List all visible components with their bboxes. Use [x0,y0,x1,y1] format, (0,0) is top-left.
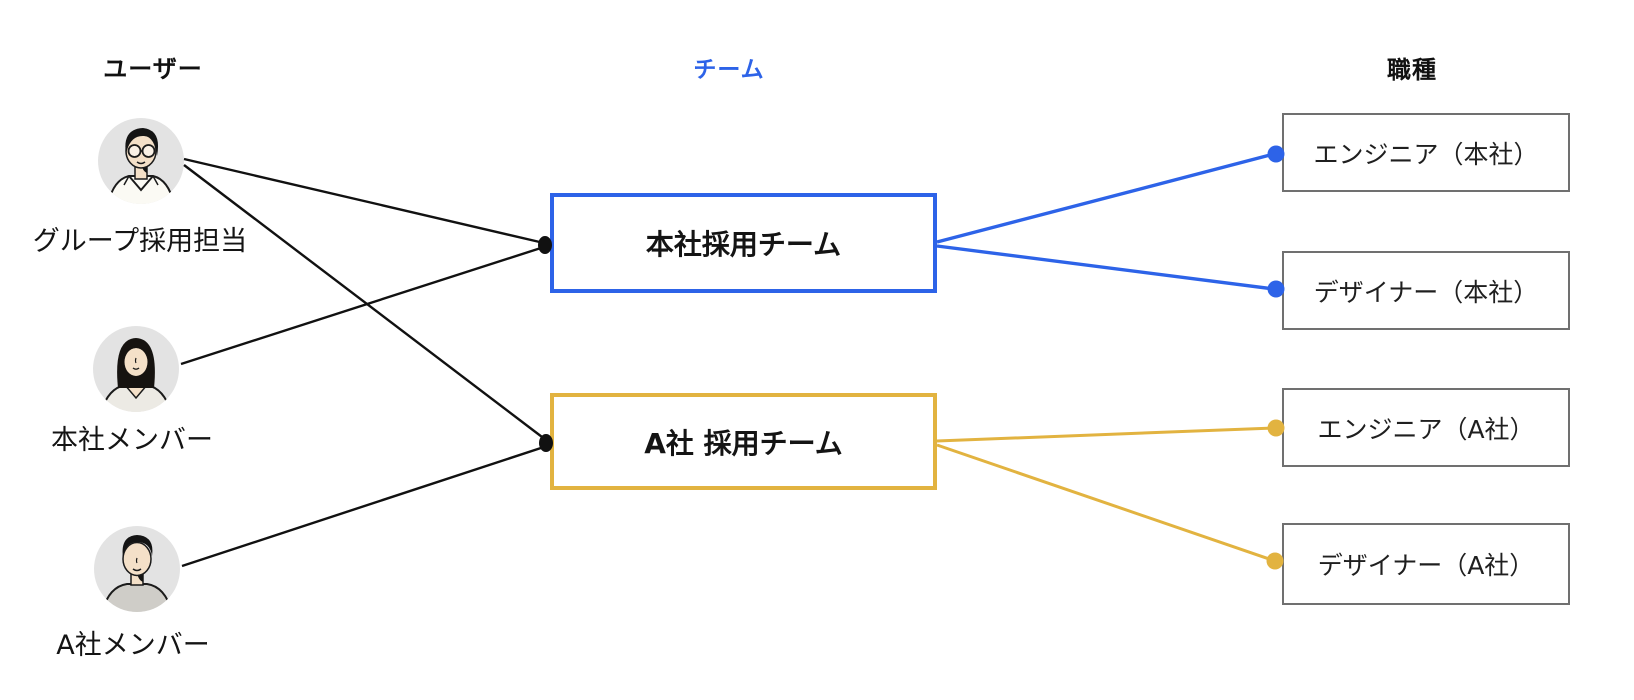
role-node-engineer-a: エンジニア（A社） [1282,388,1570,467]
role-node-label: デザイナー（A社） [1317,551,1535,580]
connector-dot-designer-a-in [1266,552,1284,570]
team-node-a-recruiting: A社 採用チーム [550,393,937,490]
user-label-a-member: A社メンバー [56,630,210,661]
woman-bob-avatar [93,326,179,412]
edge-group-recruiter-to-a-team [183,164,547,441]
edge-hq-team-to-engineer-hq [936,152,1275,244]
teams-column-header: チーム [693,57,765,83]
team-node-label: A社 採用チーム [644,426,843,460]
role-node-designer-a: デザイナー（A社） [1282,523,1570,605]
role-node-engineer-hq: エンジニア（本社） [1282,113,1570,192]
team-node-label: 本社採用チーム [645,228,842,261]
edge-hq-member-to-hq-team [180,245,545,366]
man-glasses-avatar [98,118,184,204]
man-short-hair-avatar [94,526,180,612]
role-node-label: デザイナー（本社） [1313,277,1539,307]
role-node-label: エンジニア（A社） [1317,414,1535,444]
user-label-hq-member: 本社メンバー [51,425,213,456]
edge-a-team-to-designer-a [936,443,1276,563]
edge-hq-team-to-designer-hq [936,244,1275,291]
edge-a-team-to-engineer-a [936,426,1275,443]
role-node-label: エンジニア（本社） [1313,139,1539,169]
users-column-header: ユーザー [103,55,203,83]
role-node-designer-hq: デザイナー（本社） [1282,251,1570,330]
team-node-hq-recruiting: 本社採用チーム [550,193,937,293]
user-label-group-recruiter: グループ採用担当 [32,226,248,257]
roles-column-header: 職種 [1387,56,1437,84]
edge-a-member-to-a-team [181,444,548,568]
